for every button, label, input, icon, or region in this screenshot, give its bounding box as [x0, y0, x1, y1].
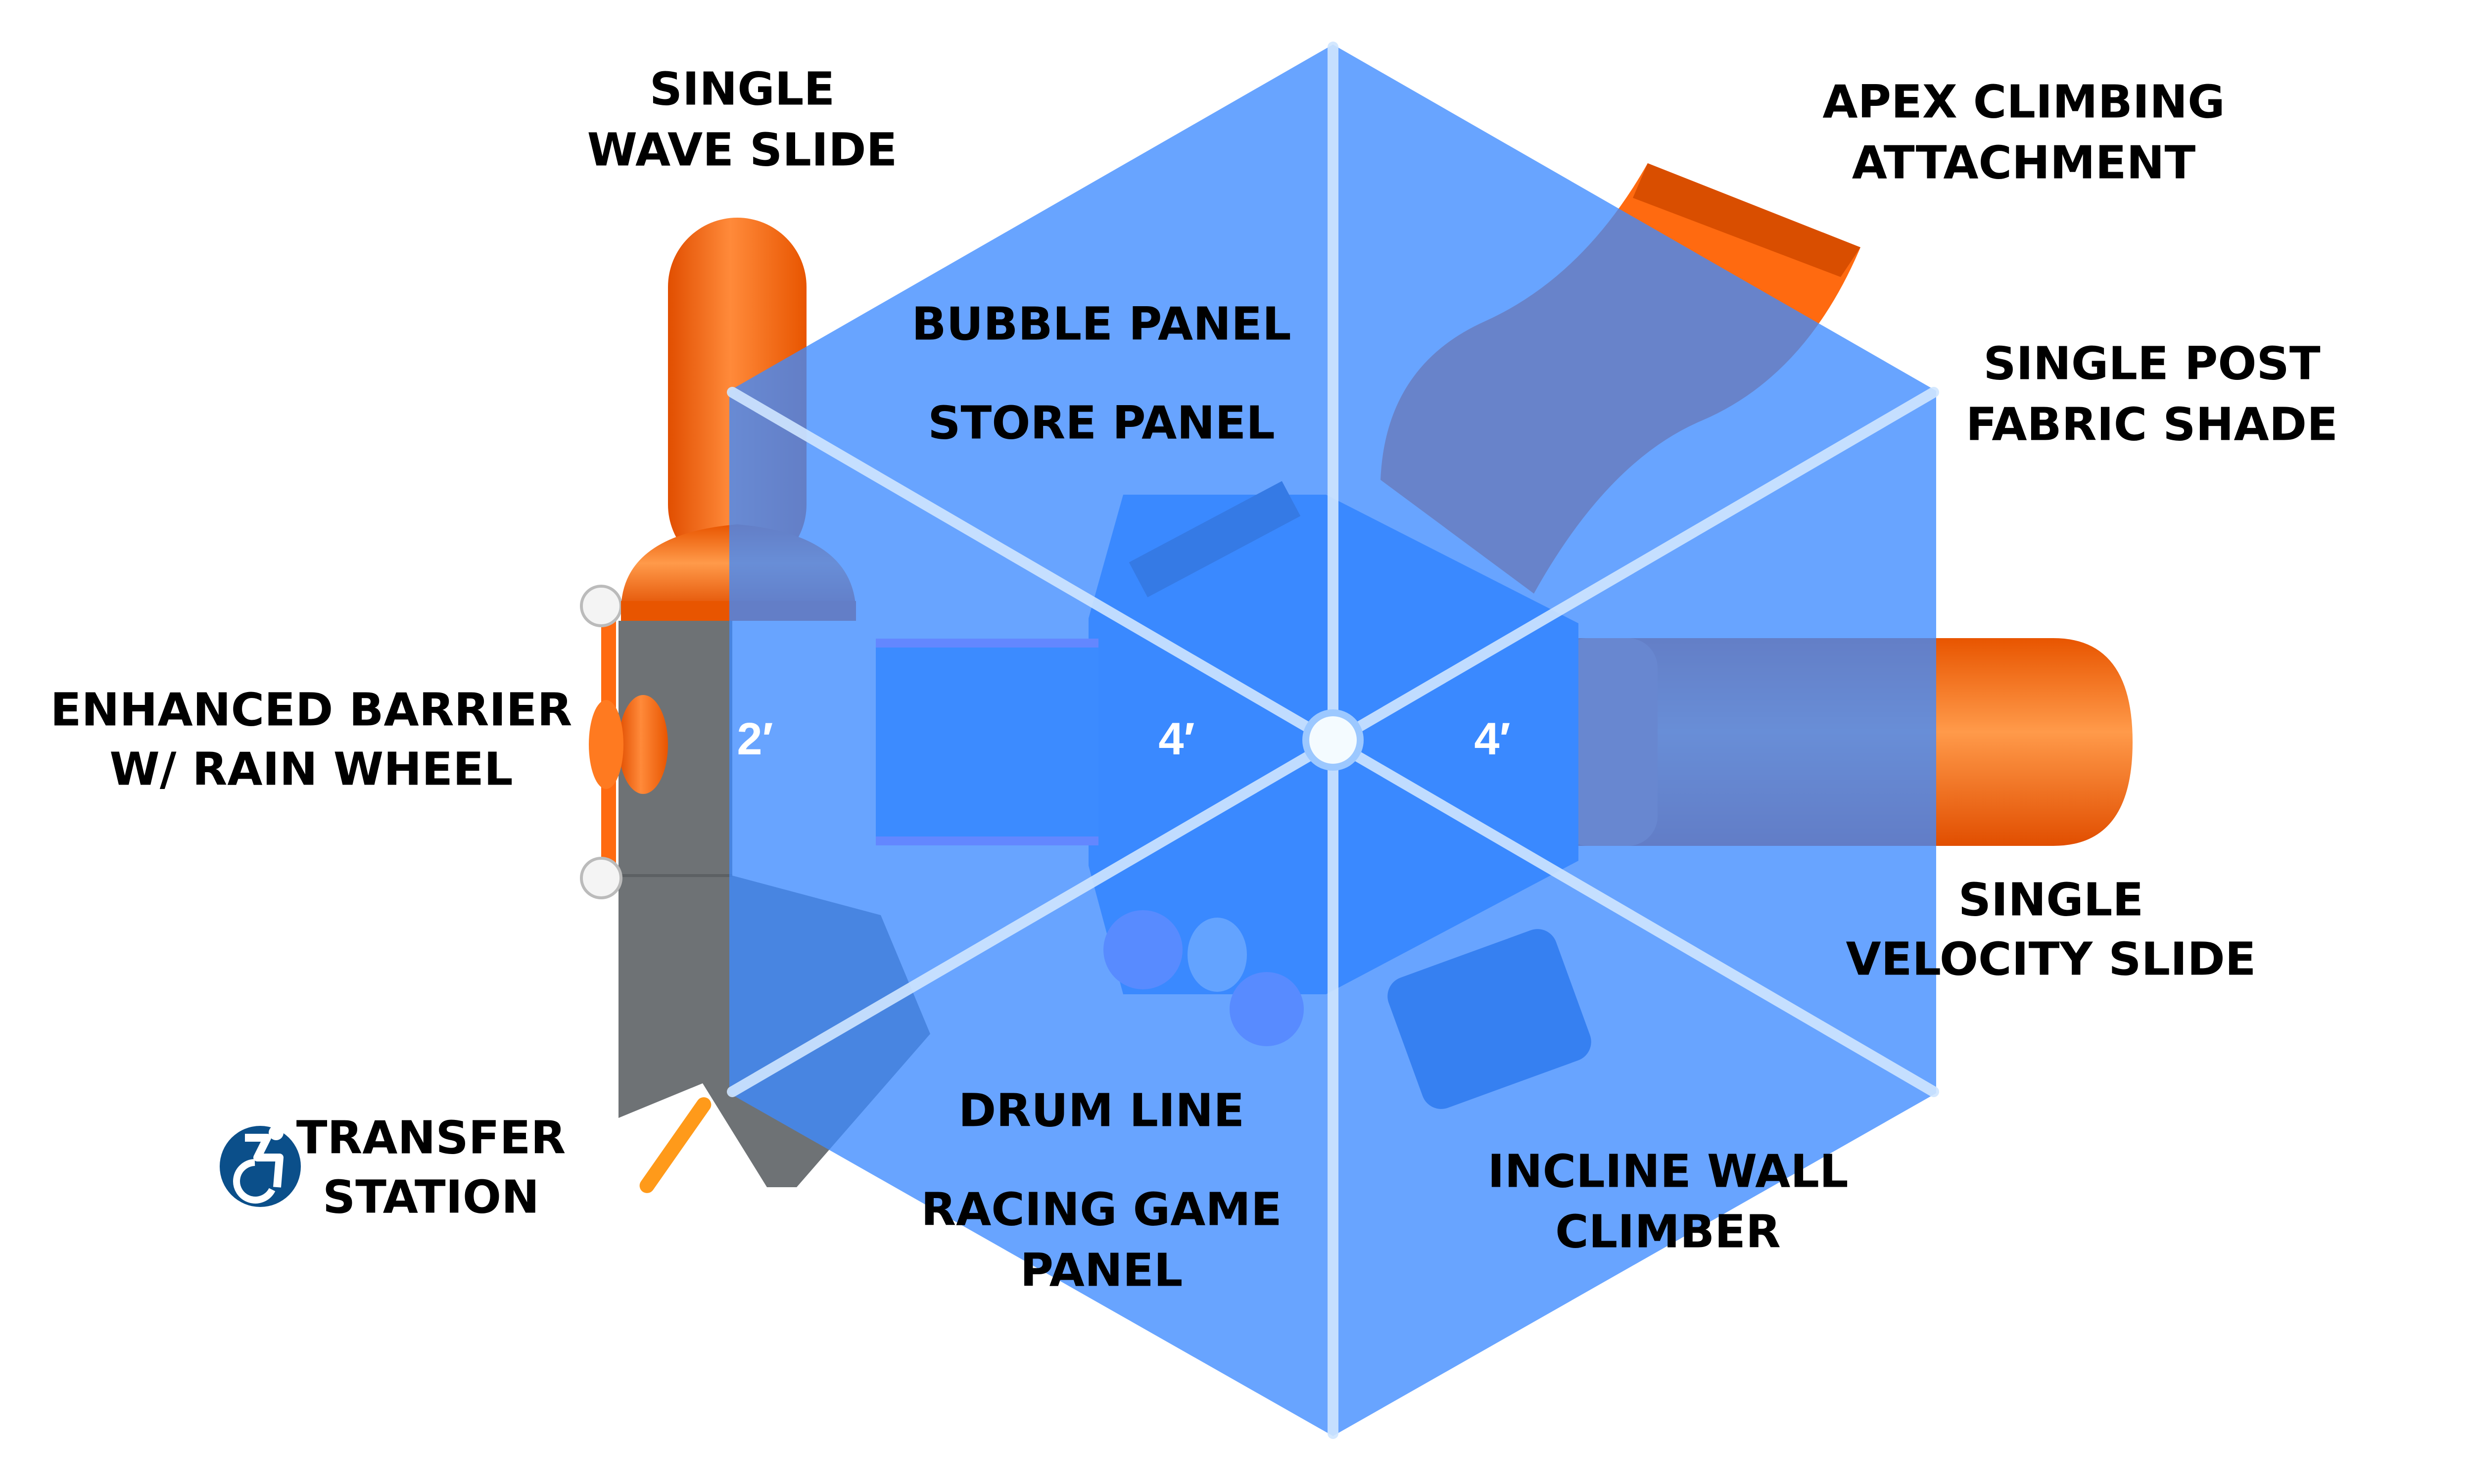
rain-wheel — [618, 695, 668, 794]
label-transfer-station-line2: STATION — [323, 1171, 539, 1224]
label-wave-slide-line2: WAVE SLIDE — [587, 124, 898, 177]
label-wave-slide-line1: SINGLE — [650, 63, 835, 116]
deck-height-2ft: 2′ — [737, 714, 773, 764]
label-transfer-station-line1: TRANSFER — [296, 1112, 566, 1164]
shade-post-cap — [1302, 709, 1364, 771]
fabric-shade — [727, 42, 1939, 1439]
label-store-panel: STORE PANEL — [928, 397, 1275, 450]
label-incline-wall-line1: INCLINE WALL — [1487, 1145, 1848, 1198]
label-racing-game-line1: RACING GAME — [921, 1183, 1282, 1236]
wheelchair-accessible-icon — [220, 1125, 301, 1207]
label-barrier-line2: W/ RAIN WHEEL — [109, 743, 513, 796]
deck-height-4ft-left: 4′ — [1158, 714, 1194, 764]
deck-height-4ft-right: 4′ — [1474, 714, 1510, 764]
label-racing-game-line2: PANEL — [1020, 1244, 1183, 1297]
enhanced-barrier — [580, 585, 668, 899]
transfer-handrail — [639, 1097, 712, 1193]
label-bubble-panel: BUBBLE PANEL — [911, 298, 1291, 351]
label-apex-line1: APEX CLIMBING — [1822, 76, 2225, 129]
label-fabric-shade-line2: FABRIC SHADE — [1966, 398, 2338, 451]
label-velocity-slide-line2: VELOCITY SLIDE — [1846, 933, 2256, 986]
label-barrier-line1: ENHANCED BARRIER — [50, 684, 572, 737]
label-apex-line2: ATTACHMENT — [1852, 137, 2196, 189]
label-velocity-slide-line1: SINGLE — [1958, 874, 2143, 927]
label-drum-line: DRUM LINE — [958, 1084, 1244, 1137]
label-incline-wall-line2: CLIMBER — [1555, 1206, 1781, 1258]
label-fabric-shade-line1: SINGLE POST — [1983, 337, 2320, 390]
